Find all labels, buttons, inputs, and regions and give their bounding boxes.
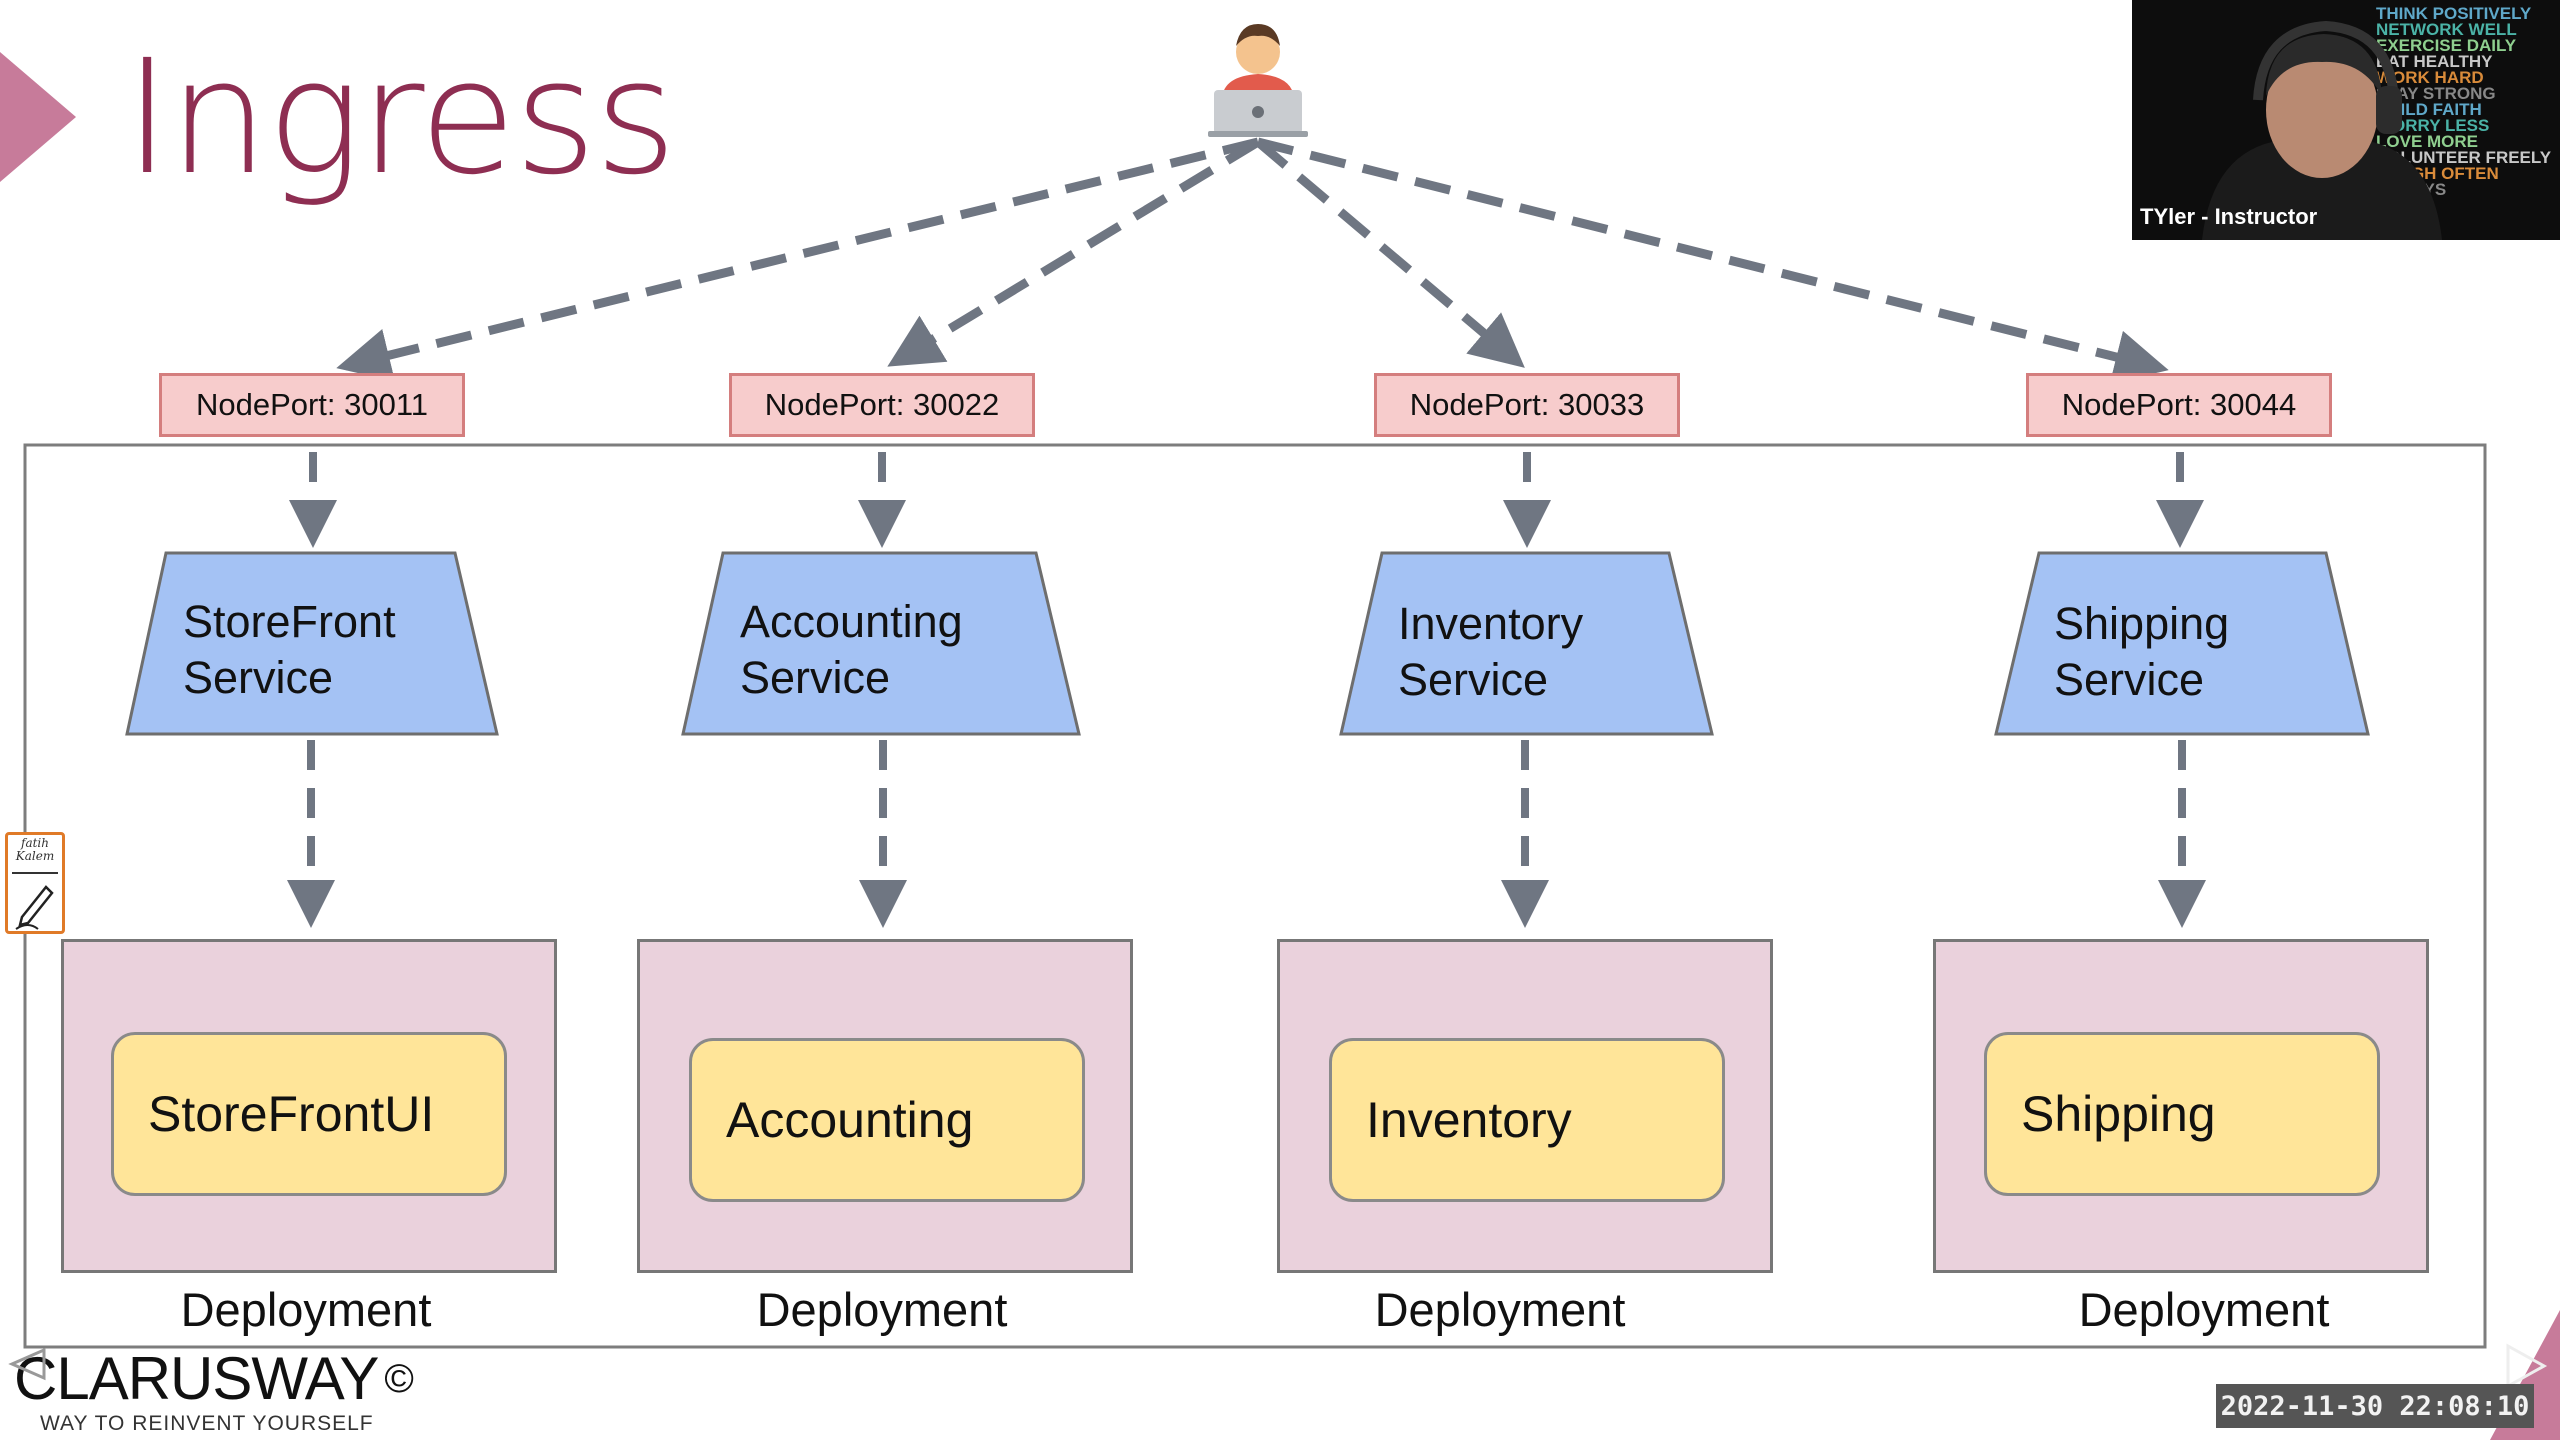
brand-logo: CLARUSWAY© xyxy=(14,1344,414,1414)
poster-word: LOVE MORE xyxy=(2376,132,2479,151)
pen-icon xyxy=(12,872,58,930)
nodeport-30022: NodePort: 30022 xyxy=(729,373,1035,437)
service-label-storefront: StoreFront Service xyxy=(183,596,396,703)
nodeport-30011: NodePort: 30011 xyxy=(159,373,465,437)
recording-timestamp: 2022-11-30 22:08:10 xyxy=(2216,1384,2534,1428)
service-label-accounting: Accounting Service xyxy=(740,596,963,703)
brand-tagline: WAY TO REINVENT YOURSELF xyxy=(40,1412,374,1435)
pen-tool-label-2: Kalem xyxy=(15,849,55,863)
poster-word: WORRY LESS xyxy=(2376,116,2490,135)
pod-shipping: Shipping xyxy=(1984,1032,2380,1196)
service-label-inventory: Inventory Service xyxy=(1398,598,1584,705)
instructor-video xyxy=(2202,20,2442,240)
poster-word: EXERCISE DAILY xyxy=(2376,36,2517,55)
poster-word: VOLUNTEER FREELY xyxy=(2376,148,2552,167)
webcam-participant-name: TYler - Instructor xyxy=(2140,204,2318,229)
poster-word: WORK HARD xyxy=(2376,68,2484,87)
arrow-user-to-nodeport-3 xyxy=(1255,138,1525,368)
poster-word: NETWORK WELL xyxy=(2376,20,2517,39)
brand-copyright-symbol: © xyxy=(384,1357,414,1401)
service-shape-shipping xyxy=(1994,551,2370,736)
nodeport-30033: NodePort: 30033 xyxy=(1374,373,1680,437)
service-shape-inventory xyxy=(1339,551,1714,736)
title-arrow-icon xyxy=(0,52,76,182)
arrow-user-to-nodeport-2 xyxy=(887,138,1261,367)
nodeport-30044: NodePort: 30044 xyxy=(2026,373,2332,437)
service-label-shipping: Shipping Service xyxy=(2054,598,2230,705)
poster-word: EAT HEALTHY xyxy=(2376,52,2493,71)
pen-tool-button[interactable]: fatih Kalem xyxy=(5,832,65,934)
deployment-label-3: Deployment xyxy=(1374,1283,1626,1336)
brand-name: CLARUSWAY xyxy=(14,1345,379,1412)
deployment-label-1: Deployment xyxy=(180,1283,432,1336)
pod-accounting: Accounting xyxy=(689,1038,1085,1202)
poster-word: STAY STRONG xyxy=(2376,84,2496,103)
arrow-user-to-nodeport-1 xyxy=(336,137,1260,382)
pod-inventory: Inventory xyxy=(1329,1038,1725,1202)
user-at-laptop-icon xyxy=(1208,24,1308,137)
pen-tool-label-1: fatih xyxy=(21,836,49,850)
deployment-label-2: Deployment xyxy=(756,1283,1008,1336)
slide-title: Ingress xyxy=(124,26,677,210)
service-shape-accounting xyxy=(681,551,1081,736)
pod-storefrontui: StoreFrontUI xyxy=(111,1032,507,1196)
service-shape-storefront xyxy=(125,551,499,736)
previous-slide-icon[interactable] xyxy=(8,1344,48,1384)
poster-word: BUILD FAITH xyxy=(2376,100,2482,119)
deployment-label-4: Deployment xyxy=(2078,1283,2330,1336)
poster-word: THINK POSITIVELY xyxy=(2376,4,2532,23)
arrow-user-to-nodeport-4 xyxy=(1256,137,2169,384)
